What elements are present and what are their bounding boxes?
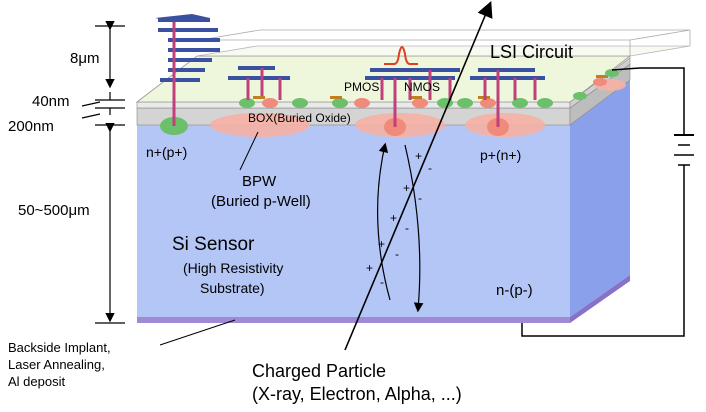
drift-arrow-down — [404, 144, 424, 313]
backside-label-1: Backside Implant, — [8, 340, 111, 355]
pmos-label: PMOS — [344, 80, 379, 94]
substrate-side — [570, 80, 630, 317]
svg-text:+: + — [390, 211, 397, 225]
dim-8um: 8μm — [70, 50, 99, 67]
backside-label-2: Laser Annealing, — [8, 357, 105, 372]
nmos-label: NMOS — [404, 80, 440, 94]
p-plus-label: p+(n+) — [480, 147, 521, 163]
n-plus-label: n+(p+) — [146, 144, 187, 160]
si-sensor-label: Si Sensor — [172, 234, 255, 255]
drift-arrow-up — [377, 142, 391, 301]
metal-plate-top — [155, 14, 210, 22]
metal-group-4 — [470, 68, 545, 80]
substrate-front — [137, 125, 570, 317]
backside-side — [570, 275, 630, 323]
backside-label-3: Al deposit — [8, 374, 65, 389]
si-sub-label-1: (High Resistivity — [183, 260, 283, 276]
svg-text:-: - — [405, 221, 409, 235]
dim-200nm: 200nm — [8, 118, 54, 135]
svg-text:+: + — [378, 237, 385, 251]
lsi-layer-back — [199, 29, 691, 41]
lsi-circuit-label: LSI Circuit — [490, 42, 573, 62]
box-label: BOX(Buried Oxide) — [248, 111, 351, 125]
charged-particle-types: (X-ray, Electron, Alpha, ...) — [252, 384, 462, 404]
charged-particle-label: Charged Particle — [252, 361, 386, 381]
n-minus-label: n-(p-) — [496, 282, 533, 299]
svg-text:-: - — [428, 161, 432, 175]
si-sub-label-2: Substrate) — [200, 280, 265, 296]
backside-layer — [137, 317, 570, 323]
pulse-signal — [384, 46, 418, 65]
bpw-label: BPW — [242, 173, 277, 190]
thin-si-front — [136, 101, 571, 109]
bpw-sub-label: (Buried p-Well) — [211, 193, 311, 210]
bpw-left — [210, 113, 310, 137]
dimension-markers — [81, 20, 125, 324]
particle-track — [344, 1, 493, 351]
svg-text:+: + — [415, 149, 422, 163]
svg-text:-: - — [418, 191, 422, 205]
svg-text:-: - — [380, 275, 384, 289]
svg-text:+: + — [403, 181, 410, 195]
dim-substrate: 50~500μm — [18, 202, 90, 219]
svg-text:+: + — [366, 261, 373, 275]
charge-carriers: + - + - + - + - + - — [366, 149, 432, 289]
lsi-layer-top2 — [196, 45, 691, 57]
svg-text:-: - — [395, 247, 399, 261]
leader-lines — [159, 131, 259, 346]
dim-40nm: 40nm — [32, 93, 70, 110]
